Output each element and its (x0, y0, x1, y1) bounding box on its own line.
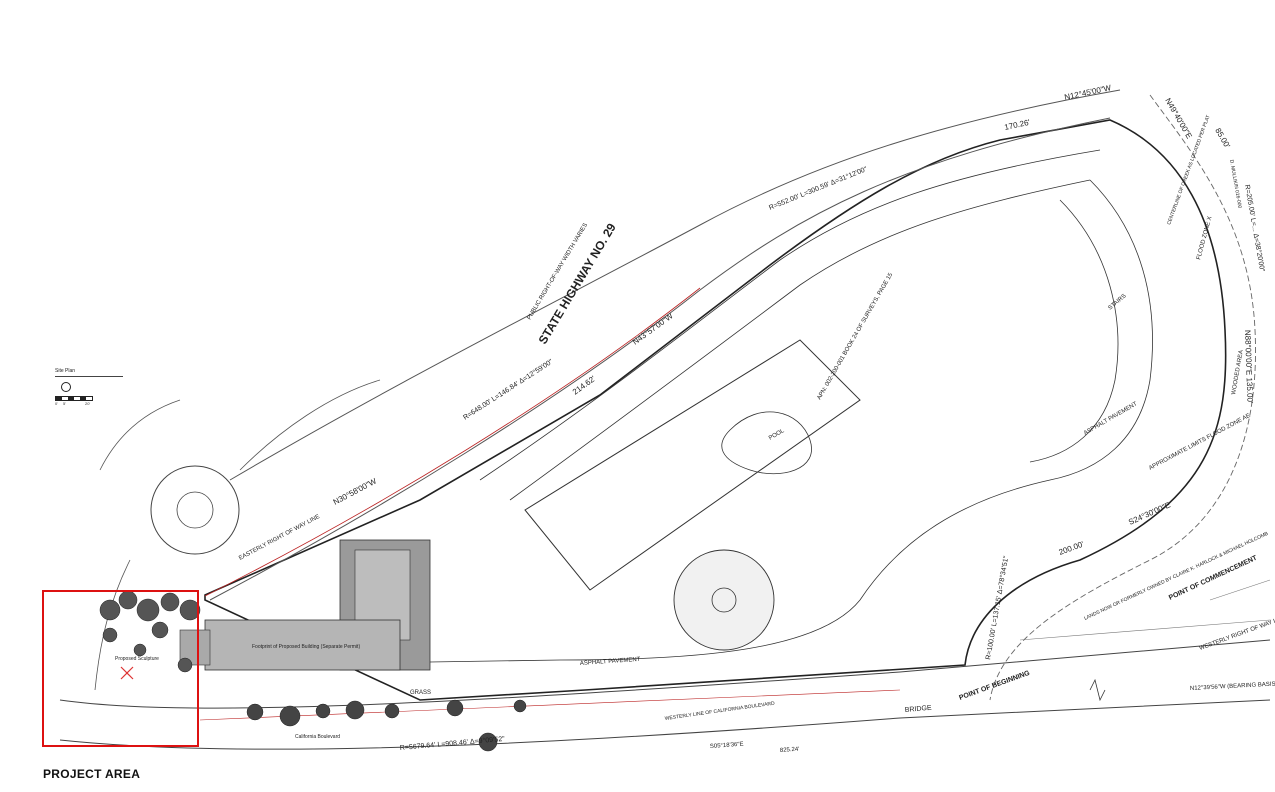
bearing-1-label: N43°57'00"W (631, 311, 675, 347)
mullikin-label: D. MULLIKIN 016-000 (1228, 159, 1242, 209)
westerly-line-label: WESTERLY LINE OF CALIFORNIA BOULEVARD (664, 701, 775, 722)
project-area-box (42, 590, 199, 747)
easement-line (1019, 579, 1271, 641)
entry-circle-outer (673, 549, 775, 651)
street-trees (246, 699, 527, 752)
dist-7-label: 825.24' (780, 747, 800, 754)
roundabout-approach (94, 379, 381, 691)
main-building-footprint (524, 339, 861, 591)
curve-3-label: R=205.00' L=... Δ=38°20'00" (1243, 184, 1266, 273)
bearing-7-label: S05°18'36"E (710, 742, 744, 750)
property-boundary (204, 119, 1227, 701)
parking-east (1049, 179, 1153, 481)
highway-edge-outer (229, 89, 1121, 481)
easterly-label: EASTERLY RIGHT OF WAY LINE (238, 514, 321, 562)
curve-2-label: R=552.00' L=300.59' Δ=31°12'00" (768, 165, 869, 212)
bearing-5-label: N88°00'00"E 135.00' (1243, 330, 1255, 404)
apn-label: APN: 002-200-001 BOOK 24 OF SURVEYS, PAG… (817, 272, 895, 401)
site-plan-legend: Site Plan 0' 5' 20' (55, 368, 127, 418)
highway-edge-inner (209, 117, 1111, 601)
westerly-bearing-label: N12°39'56"W (BEARING BASIS) (1190, 681, 1275, 692)
scale-tick-1: 5' (63, 401, 66, 406)
scale-tick-2: 20' (85, 401, 91, 406)
north-arrow-icon (61, 382, 71, 392)
dist-1-label: 214.62' (571, 374, 598, 397)
bearing-3-label: N12°45'00"W (1064, 83, 1113, 102)
right-of-way-line (204, 287, 701, 597)
grass-label: GRASS (410, 690, 431, 696)
legend-title: Site Plan (55, 368, 76, 374)
parking-east-inner (1029, 199, 1119, 463)
scale-tick-0: 0' (55, 401, 58, 406)
proposed-building-footprint (204, 619, 401, 671)
project-area-label: PROJECT AREA (43, 767, 141, 781)
pool-shape (721, 411, 812, 475)
stairs-label: STAIRS (1107, 293, 1127, 311)
parking-north-inner (509, 179, 1091, 501)
dist-2-label: 170.26' (1004, 118, 1032, 132)
boulevard-centerline (199, 689, 901, 721)
parking-south (429, 479, 1051, 663)
break-line-mark (1089, 678, 1106, 702)
roundabout-island (176, 491, 214, 529)
wooded-label: WOODED AREA (1231, 350, 1245, 396)
curve-1-label: R=648.00' L=146.84' Δ=12°59'00" (462, 357, 555, 421)
curve-4-label: R=100.00' L=137.15' Δ=78°34'51" (984, 555, 1010, 661)
dist-6-label: 200.00' (1058, 539, 1086, 557)
bearing-2-label: N30°58'00"W (332, 476, 379, 506)
scale-bar (55, 396, 93, 401)
entry-circle-inner (711, 587, 737, 613)
roundabout-outer (150, 465, 240, 555)
california-boulevard-edge-top (59, 639, 1271, 709)
sculpture-note: Proposed Sculpture (115, 656, 159, 662)
beginning-label: POINT OF BEGINNING (958, 670, 1031, 702)
bridge-label: BRIDGE (905, 705, 933, 714)
bearing-6-label: S24°30'00"E (1127, 500, 1172, 526)
dist-4-label: 85.00' (1213, 127, 1232, 151)
sculpture-marker-icon (120, 666, 134, 680)
legend-rule (55, 376, 123, 377)
building-note: Footprint of Proposed Building (Separate… (252, 644, 360, 650)
road-note: California Boulevard (295, 734, 340, 740)
pool-label: POOL (768, 428, 786, 442)
parking-north (479, 149, 1101, 481)
asphalt-label: ASPHALT PAVEMENT (580, 657, 641, 667)
creek-line (989, 94, 1256, 701)
